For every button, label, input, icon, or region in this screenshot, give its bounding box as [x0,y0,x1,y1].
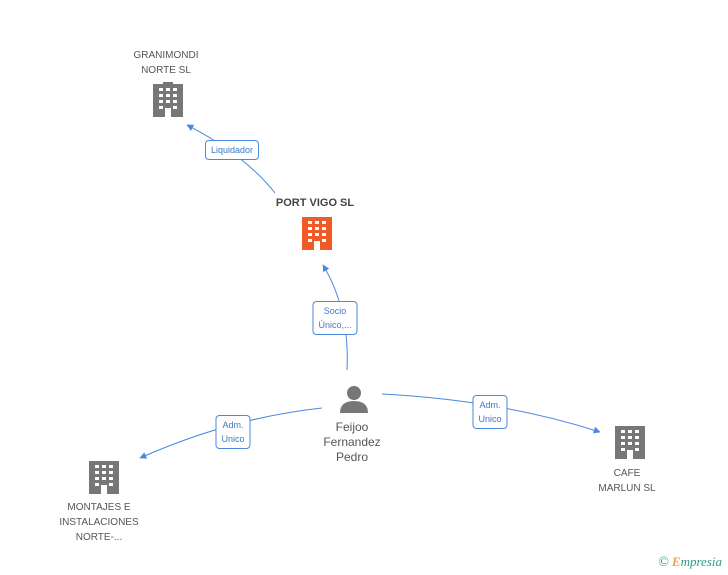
building-icon[interactable] [89,461,119,494]
building-icon[interactable] [615,426,645,459]
node-label-cafe[interactable]: CAFE MARLUN SL [598,468,656,494]
edge-label-liquidador: Liquidador [204,140,260,160]
person-icon[interactable] [340,386,368,413]
edge-label-adm-cafe: Adm. Unico [472,395,508,429]
brand-name: mpresia [680,554,722,569]
copyright-symbol: © [658,555,669,570]
edge-label-socio: Socio Único,... [312,301,358,335]
building-icon[interactable] [153,82,183,117]
building-icon[interactable] [302,217,332,250]
node-label-center[interactable]: PORT VIGO SL [275,197,355,209]
node-label-granimondi[interactable]: GRANIMONDI NORTE SL [133,50,199,76]
node-label-person[interactable]: Feijoo Fernandez Pedro [323,420,381,464]
brand-initial: E [671,554,681,569]
edge-label-adm-montajes: Adm. Unico [215,415,251,449]
node-label-montajes[interactable]: MONTAJES E INSTALACIONES NORTE-... [59,502,139,543]
brand-logo: ©Empresia [658,554,722,571]
